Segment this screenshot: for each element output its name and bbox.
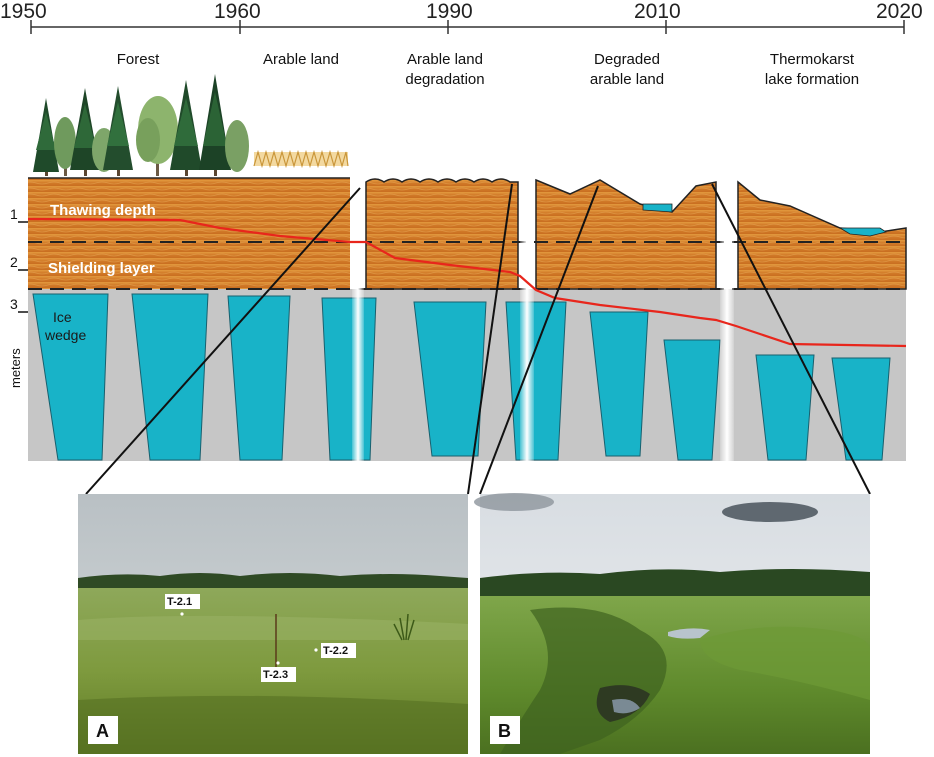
- ice-wedge: [505, 301, 567, 461]
- soil-column-1: [28, 178, 350, 289]
- survey-point-t22: T-2.2: [314, 643, 356, 658]
- year-label-2020: 2020: [876, 0, 923, 23]
- stage-arable-land: Arable land: [263, 51, 339, 68]
- soil-column-4: [737, 180, 907, 290]
- column-gap: [720, 172, 734, 464]
- connector-lines: [85, 183, 871, 495]
- depth-tick-2: 2: [10, 254, 18, 270]
- thaw-depth-line: [27, 217, 907, 348]
- column-gap: [520, 172, 534, 464]
- year-label-1960: 1960: [214, 0, 261, 23]
- depth-tick-1: 1: [10, 206, 18, 222]
- shielding-layer-label: Shielding layer: [48, 260, 155, 277]
- stage-arable-degradation-line2: degradation: [405, 71, 484, 88]
- forest-trees: [33, 74, 249, 176]
- pond-water: [642, 203, 673, 213]
- thawing-depth-label: Thawing depth: [50, 202, 156, 219]
- ice-wedge-label-line1: Ice: [53, 309, 72, 325]
- deciduous-tree-icon: [136, 96, 178, 176]
- stage-degraded-line2: arable land: [590, 71, 664, 88]
- panel-label-b: B: [498, 721, 511, 741]
- ice-wedge: [131, 293, 209, 461]
- conifer-tree-icon: [170, 80, 202, 176]
- year-label-1950: 1950: [0, 0, 47, 23]
- arable-crop-strip: [253, 149, 349, 169]
- ice-wedge: [227, 295, 291, 461]
- survey-point-t23: T-2.3: [261, 661, 296, 682]
- conifer-tree-icon: [199, 74, 231, 176]
- ice-wedge: [32, 293, 109, 461]
- stage-thermokarst-line2: lake formation: [765, 71, 859, 88]
- timeline-axis: 1950 1960 1990 2010 2020: [0, 0, 923, 34]
- photo-panel-b: B: [474, 493, 870, 754]
- survey-point-label: T-2.3: [263, 669, 288, 681]
- stream-water: [668, 628, 710, 639]
- soil-column-3: [535, 178, 717, 290]
- ice-wedge: [663, 339, 721, 461]
- depth-tick-3: 3: [10, 296, 18, 312]
- lake-water: [838, 227, 887, 237]
- panel-label-box: [88, 716, 118, 744]
- conifer-tree-icon: [33, 98, 59, 176]
- ice-wedge: [589, 311, 649, 457]
- depth-scale: 1 2 3 meters: [8, 206, 28, 388]
- ice-wedges: [32, 293, 891, 461]
- panel-label-box: [490, 716, 520, 744]
- depth-axis-title: meters: [8, 348, 23, 388]
- deciduous-tree-icon: [54, 117, 76, 176]
- grass-tuft-icon: [393, 613, 415, 641]
- survey-point-label: T-2.1: [167, 596, 192, 608]
- ice-wedge: [755, 354, 815, 461]
- conifer-tree-icon: [103, 86, 133, 176]
- survey-point-t21: T-2.1: [165, 594, 200, 616]
- panel-label-a: A: [96, 721, 109, 741]
- ice-wedge: [413, 301, 487, 457]
- stage-degraded-line1: Degraded: [594, 51, 660, 68]
- stage-arable-degradation-line1: Arable land: [407, 51, 483, 68]
- photo-panel-a: T-2.1 T-2.2 T-2.3 A: [78, 494, 468, 754]
- soil-column-2: [365, 178, 519, 290]
- stage-labels: Forest Arable land Arable land degradati…: [117, 51, 859, 88]
- ice-wedge-label-line2: wedge: [44, 327, 86, 343]
- year-label-2010: 2010: [634, 0, 681, 23]
- stage-forest: Forest: [117, 51, 160, 68]
- stage-thermokarst-line1: Thermokarst: [770, 51, 855, 68]
- soil-profile: Thawing depth Shielding layer Ice wedge …: [8, 172, 907, 464]
- deciduous-tree-icon: [225, 120, 249, 172]
- year-label-1990: 1990: [426, 0, 473, 23]
- column-gap: [352, 172, 364, 464]
- ice-wedge: [831, 357, 891, 461]
- ice-wedge: [321, 297, 377, 461]
- survey-point-label: T-2.2: [323, 645, 348, 657]
